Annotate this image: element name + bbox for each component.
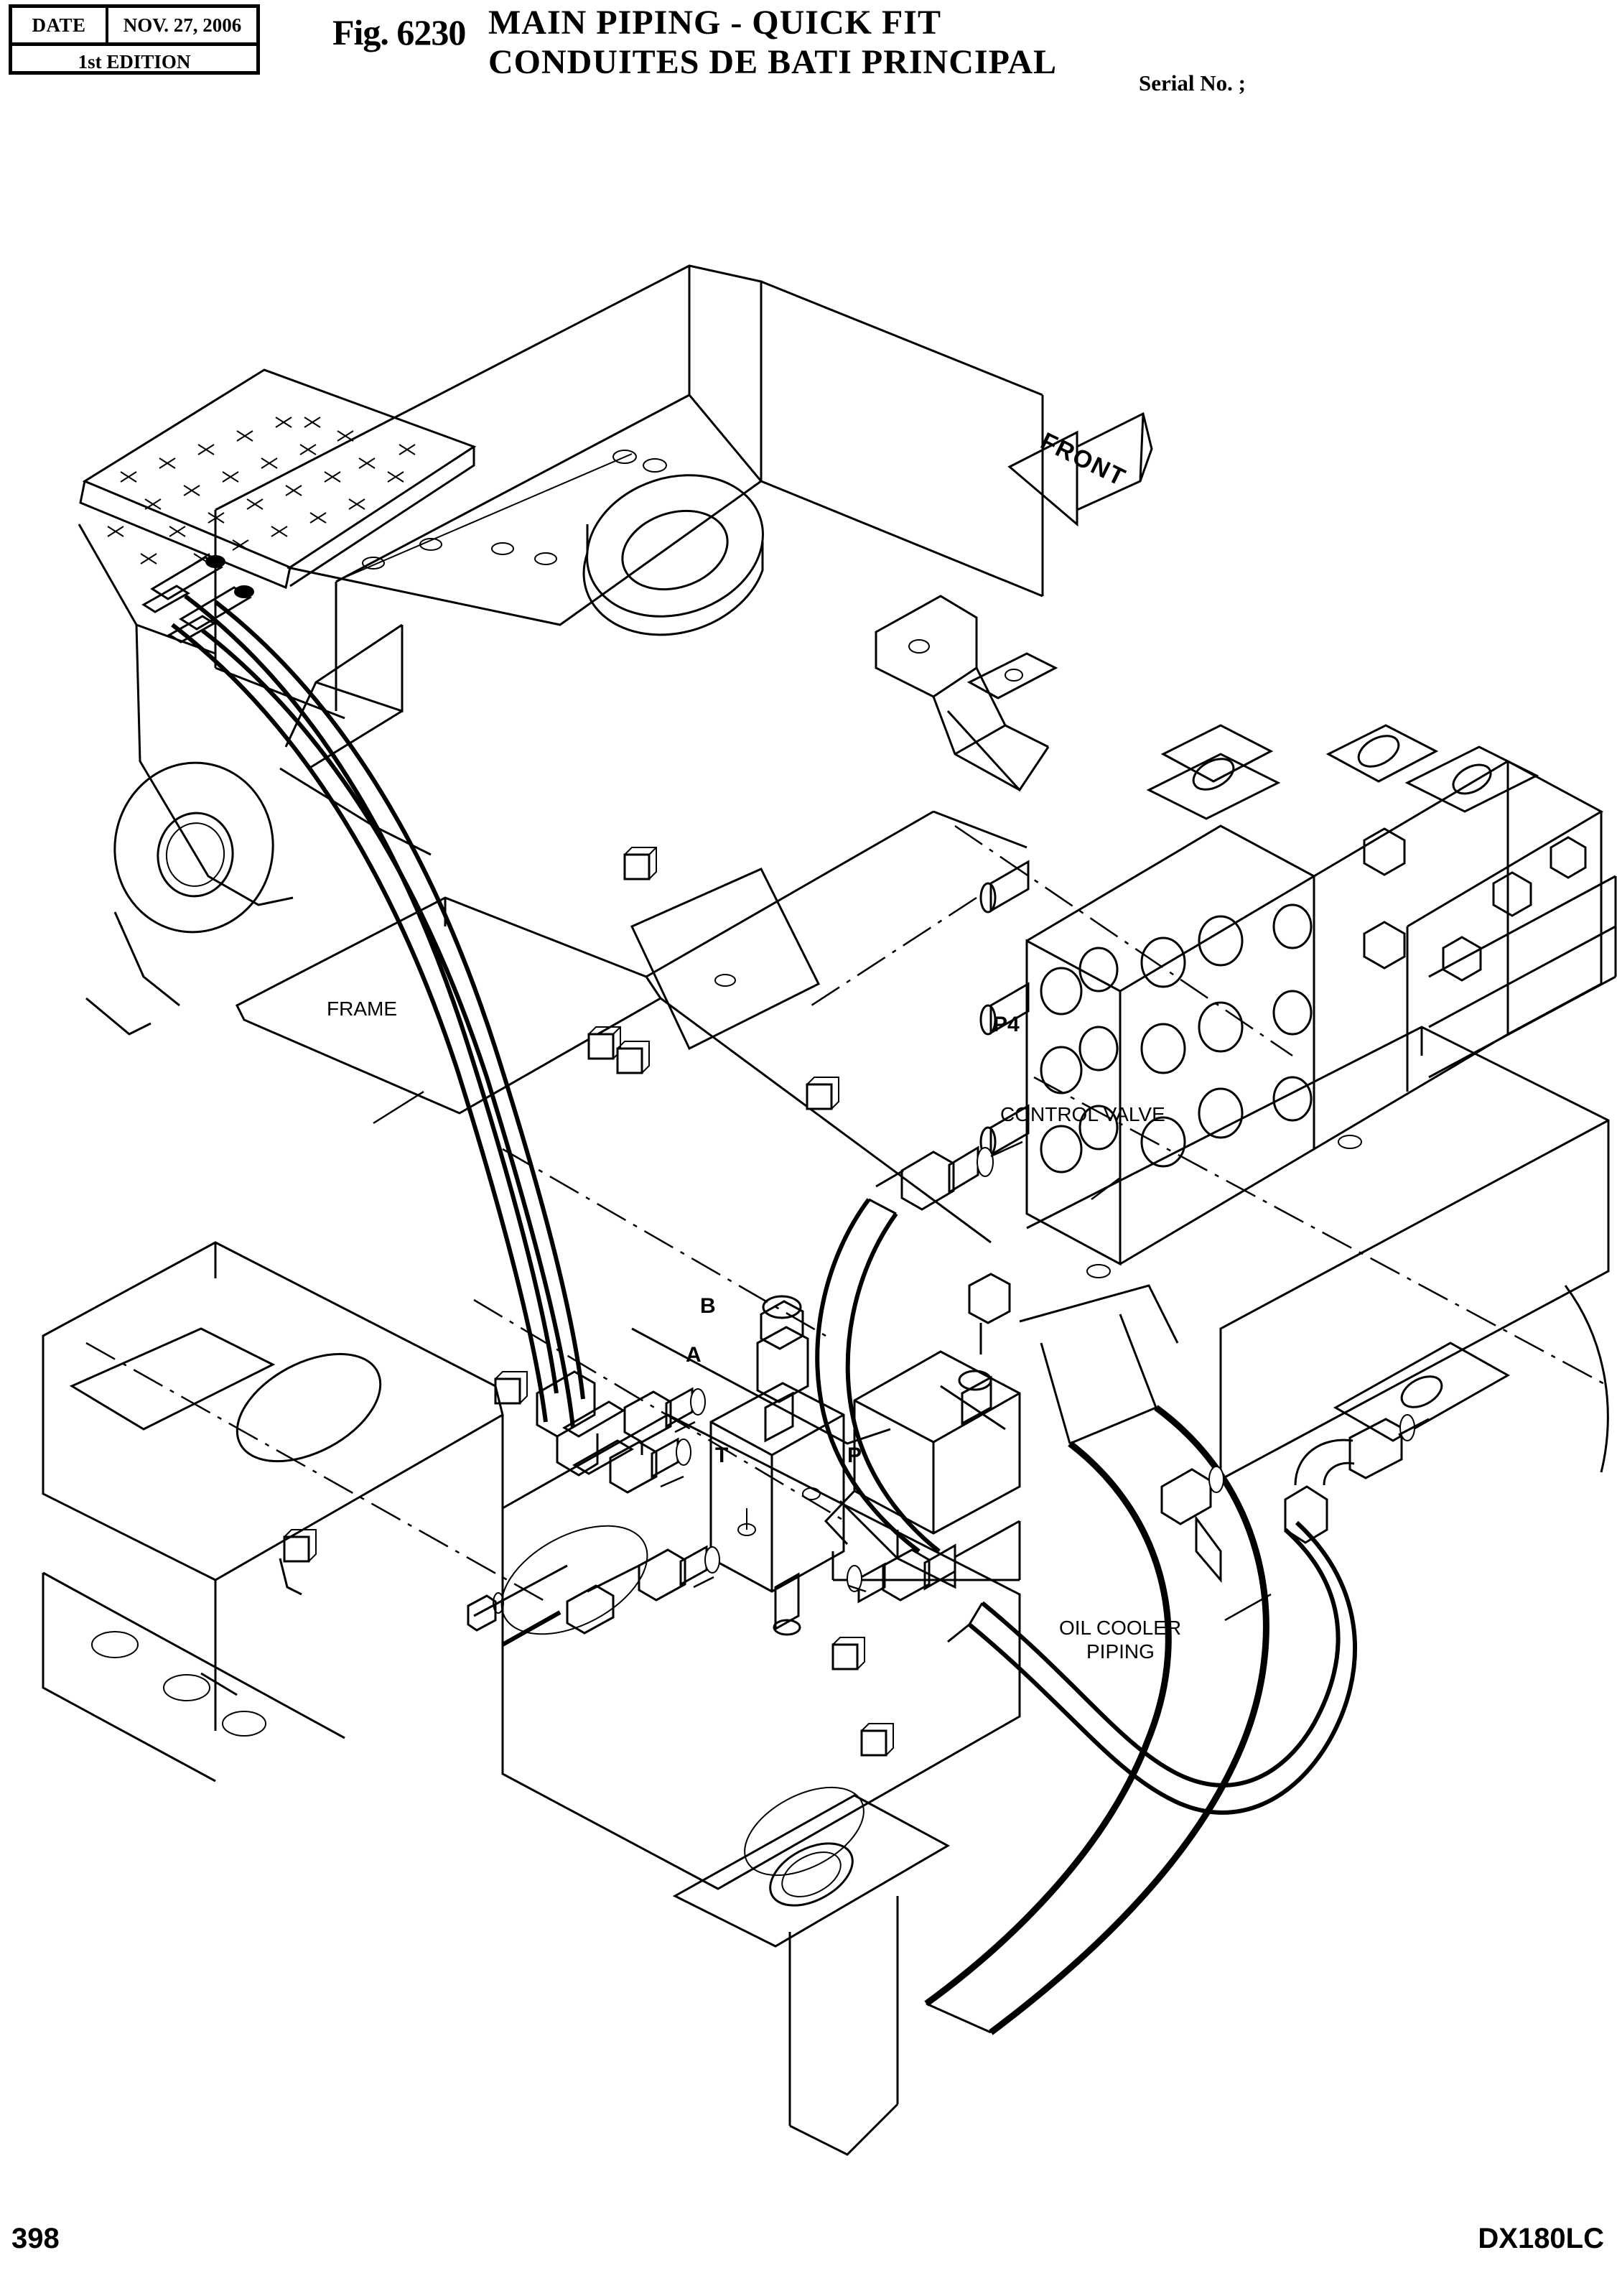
model-code: DX180LC — [1478, 2223, 1604, 2254]
callout-port-p: P — [847, 1444, 862, 1467]
upper-frame-structure — [214, 264, 1044, 720]
figure-number: Fig. 6230 — [332, 12, 466, 52]
date-row: DATE NOV. 27, 2006 — [12, 8, 256, 46]
main-hydraulic-hoses — [141, 555, 634, 1477]
mid-frame-panels — [85, 810, 1293, 1603]
callout-oil-cooler-piping-line2: PIPING — [1086, 1640, 1155, 1663]
edition-row: 1st EDITION — [78, 51, 191, 73]
quick-fit-couplers — [467, 1145, 1224, 1647]
technical-drawing: .ln { fill:none; stroke:#000; stroke-wid… — [0, 122, 1617, 2198]
oil-cooler-hose — [947, 1414, 1430, 1815]
large-return-pipe — [924, 1284, 1269, 2035]
title-english: MAIN PIPING - QUICK FIT — [488, 4, 941, 42]
callout-frame: FRAME — [327, 998, 397, 1020]
callout-oil-cooler-piping-line1: OIL COOLER — [1059, 1617, 1182, 1639]
left-pivot-housing — [78, 524, 432, 1036]
callout-port-p4: P4 — [993, 1013, 1020, 1036]
front-direction-arrow — [1007, 412, 1153, 527]
square-fastener-blocks — [283, 847, 894, 1757]
callout-port-b: B — [700, 1294, 716, 1318]
callout-port-a: A — [686, 1343, 702, 1367]
callout-port-t: T — [715, 1444, 729, 1467]
date-edition-table: DATE NOV. 27, 2006 1st EDITION — [9, 4, 260, 75]
p4-tube — [815, 1198, 941, 1553]
drawing-canvas: .ln { fill:none; stroke:#000; stroke-wid… — [42, 264, 1617, 2156]
page-number: 398 — [11, 2223, 60, 2254]
page-title: MAIN PIPING - QUICK FIT CONDUITES DE BAT… — [488, 3, 1163, 82]
serial-number-label: Serial No. ; — [1139, 70, 1246, 96]
title-french: CONDUITES DE BATI PRINCIPAL — [488, 43, 1057, 81]
control-valve-assembly — [979, 724, 1617, 1266]
lower-left-deck — [42, 1241, 504, 1783]
page-header: DATE NOV. 27, 2006 1st EDITION Fig. 6230… — [0, 0, 1617, 122]
callout-leader-lines — [373, 1090, 1272, 1622]
hose-bracket — [875, 595, 1058, 792]
date-label: DATE — [12, 8, 108, 42]
swing-platform — [473, 1298, 1021, 2156]
page-footer: 398 DX180LC — [0, 2198, 1617, 2296]
cover-guard-plate — [824, 1273, 1021, 1589]
callout-control-valve: CONTROL VALVE — [1000, 1103, 1165, 1125]
date-value: NOV. 27, 2006 — [123, 14, 242, 36]
quick-fit-valve-block — [709, 1295, 845, 1636]
right-deck-panel — [1026, 1026, 1610, 1481]
